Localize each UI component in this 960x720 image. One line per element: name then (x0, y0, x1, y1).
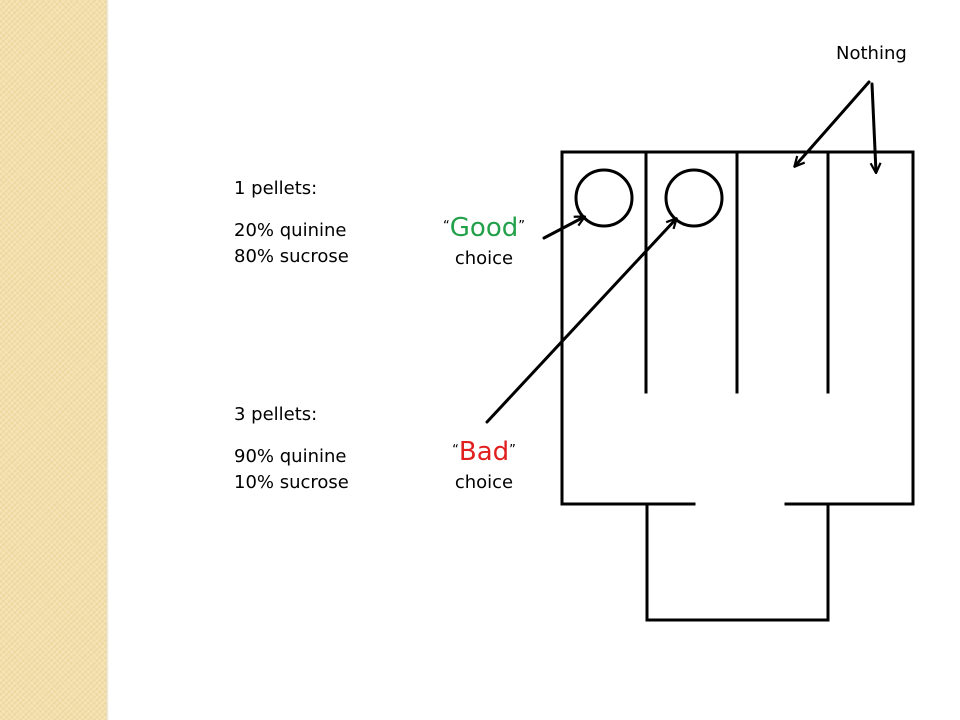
bad-choice-heading: “Bad” (404, 434, 564, 470)
open-quote: “ (452, 443, 459, 458)
bad-choice-sub: choice (454, 472, 514, 493)
good-choice-label: “Good” choice (404, 210, 564, 272)
side-band-edge (106, 0, 109, 720)
nothing-arrow-right (872, 82, 876, 172)
large-pellet-info: 3 pellets: 90% quinine 10% sucrose (234, 402, 349, 496)
large-pellet-quinine: 90% quinine (234, 446, 347, 467)
good-choice-word: Good (449, 213, 519, 243)
pellet-well-2 (664, 168, 724, 228)
bad-choice-word: Bad (458, 437, 510, 467)
good-choice-arrow (542, 217, 584, 240)
pellet-well-1 (574, 168, 634, 228)
small-pellet-info: 1 pellets: 20% quinine 80% sucrose (234, 176, 349, 270)
large-pellet-sucrose: 10% sucrose (234, 472, 349, 493)
bad-choice-arrow (485, 219, 676, 424)
nothing-label: Nothing (836, 43, 907, 64)
small-pellet-sucrose: 80% sucrose (234, 246, 349, 267)
large-pellet-title: 3 pellets: (234, 404, 318, 425)
small-pellet-title: 1 pellets: (234, 178, 318, 199)
close-quote: ” (509, 443, 516, 458)
nothing-arrow-left (795, 80, 871, 166)
open-quote: “ (443, 219, 450, 234)
decorative-side-band (0, 0, 106, 720)
good-choice-heading: “Good” (404, 210, 564, 246)
start-box (645, 502, 830, 622)
bad-choice-label: “Bad” choice (404, 434, 564, 496)
close-quote: ” (518, 219, 525, 234)
good-choice-sub: choice (454, 248, 514, 269)
small-pellet-quinine: 20% quinine (234, 220, 347, 241)
